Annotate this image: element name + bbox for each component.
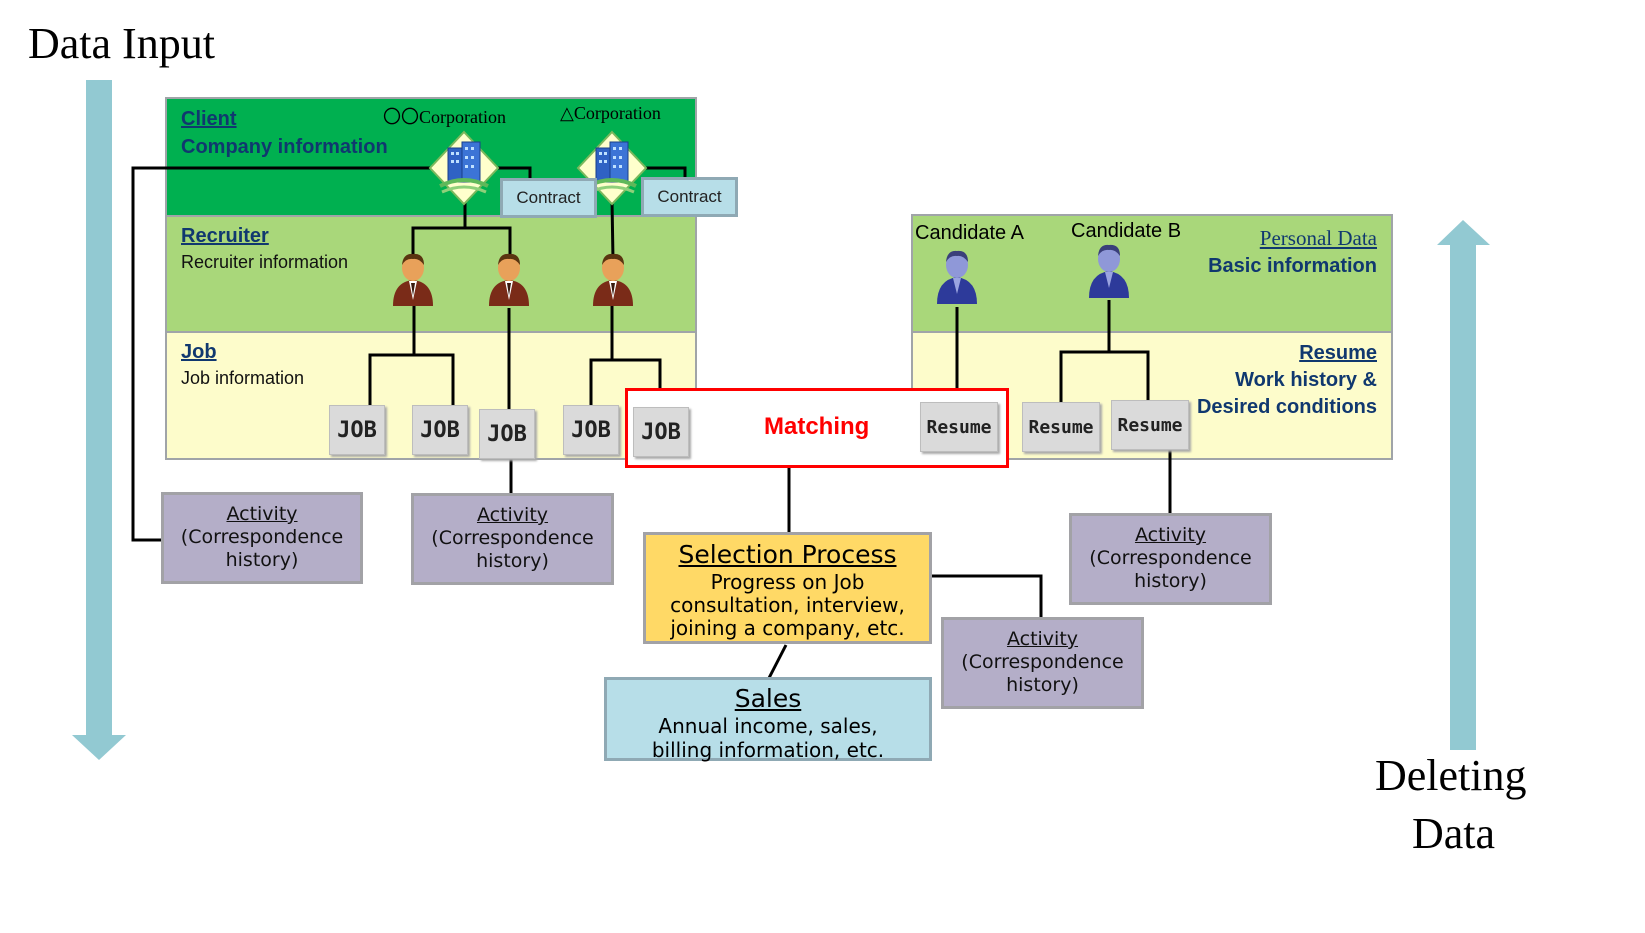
deleting-data-arrow [1437, 220, 1490, 750]
job-subtitle: Job information [181, 368, 305, 388]
recruiter-subtitle: Recruiter information [181, 252, 349, 272]
job-doc: JOB [479, 409, 535, 459]
candidate-a-label: Candidate A [915, 222, 1024, 244]
selection-line: Progress on Job [710, 570, 865, 594]
sales-title: Sales [734, 684, 802, 713]
activity-line: history) [225, 549, 299, 571]
selection-line: joining a company, etc. [670, 616, 905, 640]
job-doc: JOB [329, 405, 385, 455]
matching-label: Matching [764, 413, 870, 440]
resume-subtitle-1: Work history & [1235, 369, 1377, 391]
contract-box-1: Contract [500, 178, 597, 218]
activity-box-selection: Activity (Correspondence history) [941, 617, 1144, 709]
data-input-label: Data Input [28, 19, 215, 68]
activity-line: (Correspondence [961, 651, 1124, 673]
activity-title: Activity [1134, 524, 1207, 546]
data-label: Data [1412, 809, 1496, 858]
recruiter-title: Recruiter [181, 225, 269, 247]
personal-data-band [911, 214, 1393, 333]
job-doc: JOB [412, 405, 468, 455]
job-doc: JOB [633, 407, 689, 457]
activity-box-job: Activity (Correspondence history) [411, 493, 614, 585]
personal-data-title: Personal Data [1259, 226, 1377, 250]
contract-box-2: Contract [641, 177, 738, 217]
resume-doc: Resume [1022, 402, 1100, 452]
sales-box: Sales Annual income, sales, billing info… [604, 677, 932, 762]
data-input-arrow [72, 80, 126, 760]
activity-line: (Correspondence [431, 527, 594, 549]
job-title: Job [181, 341, 217, 363]
sales-line: billing information, etc. [651, 738, 885, 762]
activity-title: Activity [226, 503, 298, 525]
selection-line: consultation, interview, [670, 593, 905, 617]
client-subtitle: Company information [181, 136, 388, 158]
sales-line: Annual income, sales, [658, 714, 878, 738]
selection-process-box: Selection Process Progress on Job consul… [643, 532, 932, 644]
activity-title: Activity [476, 504, 549, 526]
building-icon [428, 130, 500, 206]
activity-line: history) [1006, 674, 1079, 696]
businessman-icon [489, 253, 529, 306]
candidate-b-label: Candidate B [1071, 220, 1182, 242]
corp2-label: △Corporation [560, 103, 661, 123]
deleting-label: Deleting [1375, 751, 1527, 800]
person-icon [1089, 244, 1129, 298]
activity-line: history) [476, 550, 549, 572]
resume-title: Resume [1299, 342, 1377, 364]
activity-line: (Correspondence [180, 526, 344, 548]
job-doc: JOB [563, 405, 619, 455]
activity-title: Activity [1006, 628, 1079, 650]
resume-doc: Resume [920, 402, 998, 452]
activity-box-client: Activity (Correspondence history) [161, 492, 363, 584]
resume-subtitle-2: Desired conditions [1196, 396, 1377, 418]
client-title: Client [181, 108, 237, 130]
selection-title: Selection Process [678, 540, 897, 569]
corp1-label: 〇〇Corporation [383, 107, 506, 127]
activity-box-resume: Activity (Correspondence history) [1069, 513, 1272, 605]
person-icon [937, 250, 977, 304]
activity-line: history) [1134, 570, 1207, 592]
activity-line: (Correspondence [1089, 547, 1252, 569]
businessman-icon [393, 253, 433, 306]
personal-data-subtitle: Basic information [1208, 255, 1377, 277]
businessman-icon [593, 253, 633, 306]
resume-doc: Resume [1111, 400, 1189, 450]
